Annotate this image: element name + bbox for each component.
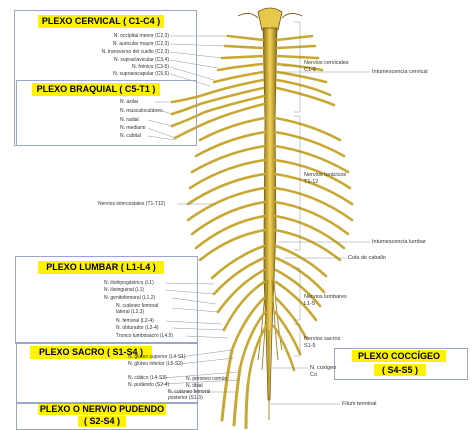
label-cutaneo-femoral-lateral-2: lateral (L2,3) xyxy=(116,309,145,315)
label-gluteo-inferior: N. glúteo inferior (L5-S2) xyxy=(128,361,183,367)
label-gluteo-superior: N. glúteo superior (L4-S1) xyxy=(128,354,186,360)
label-nervios-cervicales-range: C1-8 xyxy=(304,67,316,73)
label-femoral: N. femoral (L2-4) xyxy=(116,318,154,324)
plexo-braquial-title: PLEXO BRAQUIAL ( C5-T1 ) xyxy=(32,83,160,96)
label-obturador: N. obturador (L2-4) xyxy=(116,325,159,331)
plexo-pudendo-title-2: ( S2-S4 ) xyxy=(78,416,126,427)
label-nervios-sacros-range: S1-5 xyxy=(304,343,316,349)
brainstem xyxy=(257,7,283,31)
label-intumescencia-cervical: Intumescencia cervical xyxy=(372,69,428,75)
label-nervios-lumbares: Nervios lumbares xyxy=(304,294,347,300)
plexo-coccigeo-title-2: ( S4-S5 ) xyxy=(374,364,426,376)
plexo-lumbar-box xyxy=(15,256,198,344)
label-ilioinguinal: N. ilioinguinal (L1) xyxy=(104,287,145,293)
nerve-roots xyxy=(170,34,354,386)
label-musculocutaneo: N. musculocutáneo xyxy=(120,108,163,114)
plexo-sacro-title: PLEXO SACRO ( S1-S4 ) xyxy=(30,346,152,359)
label-cubital: N. cubital xyxy=(120,133,141,139)
label-intercostales: Nervios intercostales (T1-T12) xyxy=(98,201,166,207)
label-transverso-cuello: N. transverso del cuello (C2,3) xyxy=(101,49,169,55)
label-peroneo-comun: N. peroneo común xyxy=(186,376,228,382)
plexo-pudendo-title-1: PLEXO O NERVIO PUDENDO xyxy=(38,404,166,415)
label-filum-terminal: Filum terminal xyxy=(342,401,377,407)
label-tibial: N. tibial xyxy=(186,383,203,389)
label-nervios-cervicales: Nervios cervicales xyxy=(304,60,349,66)
label-frenico: N. frénico (C3-5) xyxy=(132,64,169,70)
label-mediano: N. mediano xyxy=(120,125,146,131)
label-ciatico: N. ciático (L4-S3) xyxy=(128,375,167,381)
label-radial: N. radial xyxy=(120,117,139,123)
label-nervios-sacros: Nervios sacros xyxy=(304,336,341,342)
plexo-braquial-box xyxy=(16,80,197,146)
label-nervios-toracicos-range: T1-12 xyxy=(304,179,319,185)
label-genitofemoral: N. genitofemoral (L1,2) xyxy=(104,295,156,301)
plexo-cervical-title: PLEXO CERVICAL ( C1-C4 ) xyxy=(38,15,164,28)
label-auricular-mayor: N. auricular mayor (C2,3) xyxy=(112,41,169,47)
label-nervio-coxigeo-abbr: Co xyxy=(310,372,318,378)
label-axilar: N. axilar xyxy=(120,99,139,105)
label-occipital-menor: N. occipital menor (C2,3) xyxy=(113,33,169,39)
label-cutaneo-femoral-lateral: N. cutáneo femoral xyxy=(116,303,159,309)
plexo-sacro-box xyxy=(16,342,198,404)
label-tronco-lumbosacro: Tronco lumbosacro (L4,5) xyxy=(116,333,174,339)
label-iliohipogastrico: N. iliohipogástrico (L1) xyxy=(104,280,154,286)
plexo-lumbar-title: PLEXO LUMBAR ( L1-L4 ) xyxy=(38,261,164,274)
label-intumescencia-lumbar: Intumescencia lumbar xyxy=(372,239,426,245)
label-nervios-toracicos: Nervios torácicos xyxy=(304,172,347,178)
label-cutaneo-femoral-posterior: N. cutáneo femoral xyxy=(168,389,211,395)
spinal-cord xyxy=(262,27,278,401)
plexo-coccigeo-title-1: PLEXO COCCÍGEO xyxy=(352,350,446,362)
label-nervios-lumbares-range: L1-5 xyxy=(304,301,316,307)
label-pudendo: N. pudendo (S2-4) xyxy=(128,382,170,388)
label-supraclavicular: N. supraclavicular (C3,4) xyxy=(113,57,169,63)
leader-lines xyxy=(147,21,370,405)
label-nervio-coxigeo: N. coxígeo xyxy=(310,365,337,371)
label-cutaneo-femoral-posterior-2: posterior (S1-3) xyxy=(168,395,203,401)
label-cola-de-caballo: Cola de caballo xyxy=(348,255,386,261)
label-supraescapular: N. supraescapular (C5,6) xyxy=(113,71,169,77)
